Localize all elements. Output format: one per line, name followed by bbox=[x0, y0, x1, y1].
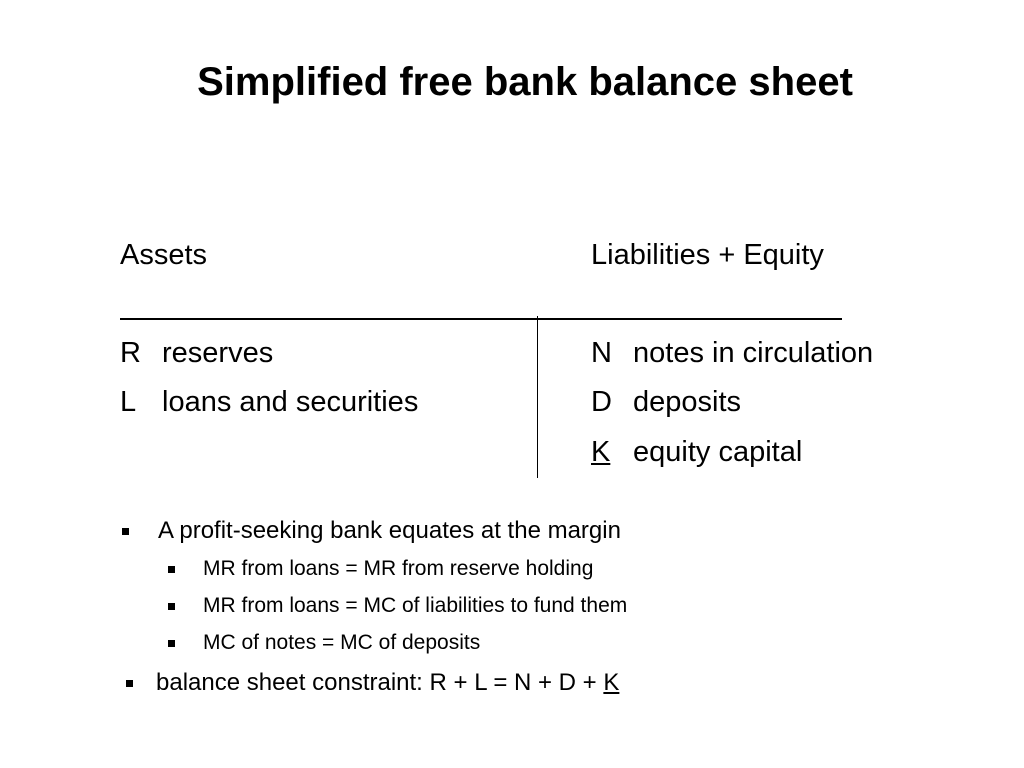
asset-label: loans and securities bbox=[162, 386, 419, 418]
balance-sheet-horizontal-rule bbox=[120, 318, 842, 320]
bullet-text: A profit-seeking bank equates at the mar… bbox=[158, 517, 621, 544]
sub-bullet: MR from loans = MC of liabilities to fun… bbox=[168, 593, 627, 619]
bullet-constraint: balance sheet constraint: R + L = N + D … bbox=[126, 668, 619, 698]
bullet-square-icon bbox=[168, 602, 175, 610]
sub-bullet-text: MC of notes = MC of deposits bbox=[203, 631, 481, 654]
asset-label: reserves bbox=[162, 337, 274, 369]
asset-code: L bbox=[120, 386, 137, 418]
sub-bullet-text: MR from loans = MR from reserve holding bbox=[203, 557, 594, 580]
slide-title: Simplified free bank balance sheet bbox=[197, 60, 853, 104]
liability-label: equity capital bbox=[633, 436, 803, 468]
bullet-main: A profit-seeking bank equates at the mar… bbox=[122, 516, 621, 546]
bullet-square-icon bbox=[168, 565, 175, 573]
bullet-square-icon bbox=[126, 680, 133, 688]
constraint-text: balance sheet constraint: R + L = N + D … bbox=[156, 669, 604, 696]
bullet-square-icon bbox=[168, 639, 175, 647]
asset-code: R bbox=[120, 337, 141, 369]
sub-bullet: MR from loans = MR from reserve holding bbox=[168, 556, 593, 582]
liability-code: K bbox=[591, 436, 611, 468]
sub-bullet-text: MR from loans = MC of liabilities to fun… bbox=[203, 594, 628, 617]
bullet-square-icon bbox=[122, 528, 129, 536]
assets-header: Assets bbox=[120, 239, 208, 271]
liability-label: deposits bbox=[633, 386, 742, 418]
liability-code: N bbox=[591, 337, 612, 369]
constraint-k: K bbox=[603, 669, 620, 696]
liabilities-equity-header: Liabilities + Equity bbox=[591, 239, 824, 271]
balance-sheet-vertical-rule bbox=[537, 316, 538, 478]
liability-code: D bbox=[591, 386, 612, 418]
liability-label: notes in circulation bbox=[633, 337, 874, 369]
sub-bullet: MC of notes = MC of deposits bbox=[168, 630, 480, 656]
